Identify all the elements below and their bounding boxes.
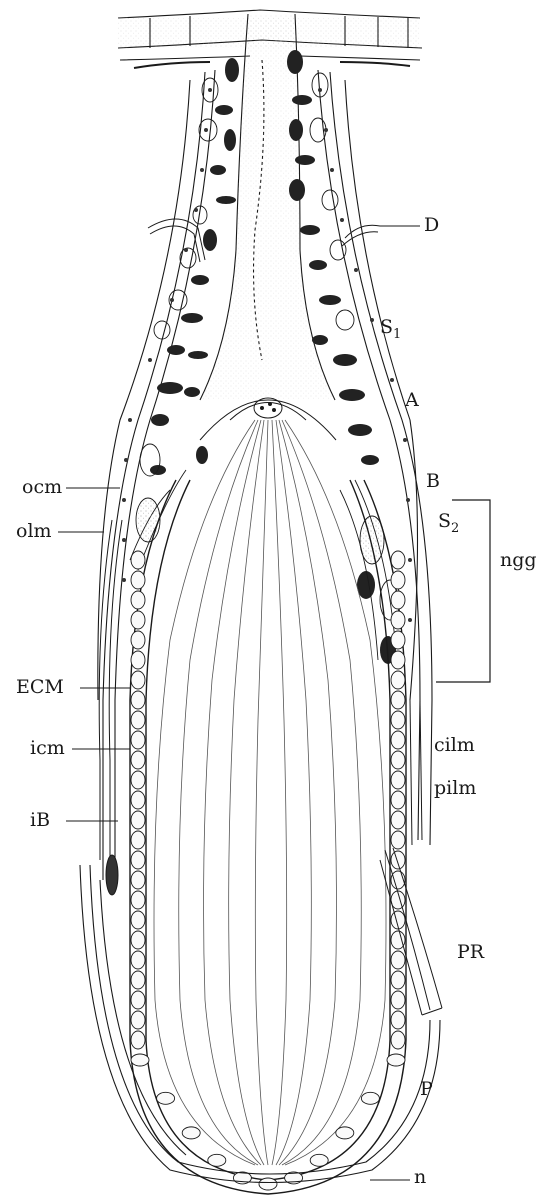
capsule-cell — [387, 1054, 405, 1066]
capsule-cell — [391, 631, 405, 649]
capsule-cell — [259, 1178, 277, 1190]
capsule-cell — [391, 651, 405, 669]
capsule-cells — [131, 551, 405, 1190]
label-olm: olm — [16, 522, 52, 541]
label-s1-sub: 1 — [393, 327, 401, 342]
lateral-bundles — [99, 520, 422, 895]
label-ecm: ECM — [16, 678, 64, 697]
label-s2-sub: 2 — [451, 521, 459, 536]
label-s1: S1 — [380, 318, 401, 337]
capsule-cell — [391, 1011, 405, 1029]
capsule-cell — [131, 591, 145, 609]
label-icm: icm — [30, 739, 65, 758]
capsule-cell — [208, 1154, 226, 1166]
capsule-cell — [131, 571, 145, 589]
capsule-cell — [131, 851, 145, 869]
capsule-cell — [131, 551, 145, 569]
capsule-cell — [131, 951, 145, 969]
capsule-cell — [157, 1092, 175, 1104]
right-cell-outlines — [310, 73, 400, 660]
capsule-cell — [131, 1031, 145, 1049]
capsule-cell — [391, 591, 405, 609]
label-p: P — [420, 1080, 433, 1099]
capsule-cell — [131, 1054, 149, 1066]
label-a: A — [405, 391, 419, 410]
capsule-cell — [131, 731, 145, 749]
capsule-cell — [131, 771, 145, 789]
label-s1-main: S — [380, 316, 393, 338]
capsule-cell — [131, 991, 145, 1009]
capsule-cell — [391, 671, 405, 689]
capsule-cell — [310, 1154, 328, 1166]
capsule-cell — [131, 691, 145, 709]
capsule-cell — [131, 931, 145, 949]
capsule-cell — [391, 691, 405, 709]
label-cilm: cilm — [434, 736, 475, 755]
capsule-cell — [391, 551, 405, 569]
label-b: B — [426, 472, 440, 491]
capsule-cell — [391, 1031, 405, 1049]
capsule-cell — [391, 571, 405, 589]
capsule-cell — [131, 611, 145, 629]
label-ngg: ngg — [500, 551, 537, 570]
label-pilm: pilm — [434, 779, 476, 798]
capsule-cell — [131, 671, 145, 689]
label-d: D — [424, 216, 439, 235]
capsule-cell — [131, 811, 145, 829]
capsule-cell — [131, 711, 145, 729]
capsule-cell — [361, 1092, 379, 1104]
label-n: n — [414, 1168, 426, 1187]
capsule-cell — [391, 971, 405, 989]
capsule-cell — [131, 791, 145, 809]
capsule-cell — [336, 1127, 354, 1139]
capsule-cell — [391, 831, 405, 849]
capsule-cell — [391, 711, 405, 729]
label-s2: S2 — [438, 512, 459, 531]
capsule-cell — [391, 811, 405, 829]
central-cap — [200, 398, 336, 440]
label-ib: iB — [30, 811, 50, 830]
capsule-cell — [131, 971, 145, 989]
left-cell-outlines — [130, 78, 218, 570]
label-ocm: ocm — [22, 478, 62, 497]
capsule-cell — [131, 871, 145, 889]
capsule-cell — [131, 651, 145, 669]
left-cell-column — [150, 58, 239, 475]
label-s2-main: S — [438, 510, 451, 532]
capsule-cell — [391, 731, 405, 749]
capsule-cell — [131, 831, 145, 849]
capsule-cell — [131, 631, 145, 649]
capsule-cell — [391, 751, 405, 769]
capsule-cell — [391, 771, 405, 789]
capsule-cell — [391, 611, 405, 629]
capsule-cell — [391, 951, 405, 969]
capsule-cell — [131, 1011, 145, 1029]
capsule-cell — [182, 1127, 200, 1139]
capsule-cell — [391, 991, 405, 1009]
capsule-cell — [391, 791, 405, 809]
capsule-cell — [391, 851, 405, 869]
label-pr: PR — [457, 943, 484, 962]
muscle-fibers — [154, 420, 386, 1165]
capsule-cell — [131, 891, 145, 909]
capsule-cell — [131, 911, 145, 929]
capsule-cell — [131, 751, 145, 769]
